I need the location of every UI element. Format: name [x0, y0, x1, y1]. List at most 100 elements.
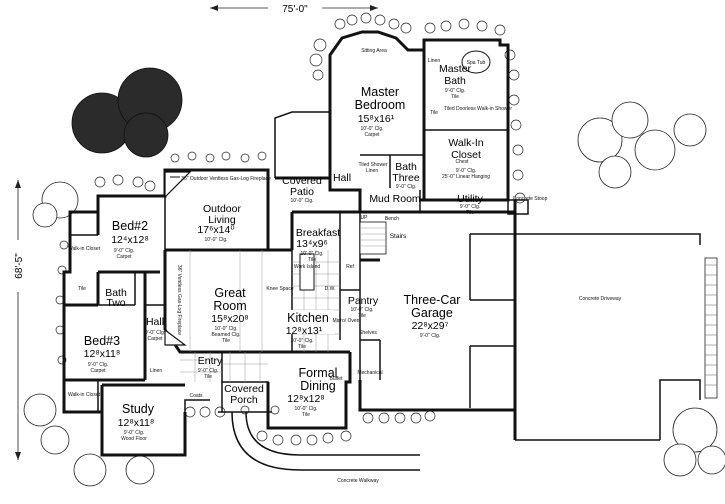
work-island-label: Work Island	[294, 264, 321, 270]
fixture-labels: Sitting Area Spa Tub Linen Tile Tiled Do…	[68, 48, 548, 399]
room-name: Garage	[411, 306, 453, 320]
room-pantry: Pantry 10'-0" Clg. Tile	[348, 295, 379, 319]
stairs-label: Stairs	[390, 233, 407, 240]
linen-label: Linen	[150, 368, 162, 374]
depth-dimension-label: 68'-5"	[14, 253, 25, 279]
room-master-bedroom: Master Bedroom 15⁸x16¹ 10'-0" Clg. Carpe…	[355, 85, 406, 138]
room-name: Master	[439, 63, 472, 75]
room-size: 12⁴x12⁸	[111, 234, 149, 246]
concrete-driveway-label: Concrete Driveway	[579, 296, 622, 302]
room-note: 9'-0" Clg.	[114, 248, 134, 254]
room-kitchen: Kitchen 12⁸x13¹ 10'-0" Clg. Tile	[282, 310, 334, 350]
room-note: 10'-0" Clg.	[204, 237, 227, 243]
room-size: 13⁴x9⁶	[296, 238, 328, 250]
buffet-label: Buffet	[330, 376, 344, 382]
room-note: Tile	[222, 338, 230, 344]
room-note: Carpet	[90, 368, 106, 374]
fireplace-icon	[164, 328, 187, 346]
room-name: Bed#2	[112, 219, 148, 233]
room-walk-in-closet: Walk-In Closet 9'-0" Clg. 25'-0" Linear …	[442, 137, 490, 180]
room-note: Tile	[298, 344, 306, 350]
depth-dimension: 68'-5"	[10, 180, 26, 460]
room-name: Walk-In	[448, 137, 483, 149]
room-hall-upper: Hall	[333, 172, 351, 184]
room-bed-3: Bed#3 12⁸x11⁸ 9'-0" Clg. Carpet	[84, 334, 121, 374]
room-note: Tile	[466, 210, 474, 216]
spa-tub-icon	[461, 50, 491, 74]
room-size: 15⁸x16¹	[358, 113, 395, 125]
room-mud-room: Mud Room	[369, 193, 421, 205]
tile-label: Tile	[430, 110, 438, 116]
up-label: UP	[361, 215, 369, 221]
room-outdoor-living: Outdoor Living 17⁶x14⁰ 10'-0" Clg.	[197, 203, 241, 243]
room-note: 9'-0" Clg.	[198, 368, 218, 374]
room-size: 22⁸x29⁷	[412, 320, 449, 332]
room-name: Dining	[300, 379, 335, 393]
room-note: 9'-0" Clg.	[396, 184, 416, 190]
coats-label: Coats	[189, 393, 203, 399]
room-name: Bed#3	[84, 334, 120, 348]
room-note: Carpet	[147, 336, 163, 342]
tree-outline-left	[32, 181, 79, 228]
tiled-shower-label: Tiled Shower	[359, 162, 388, 168]
room-bed-2: Bed#2 12⁴x12⁸ 9'-0" Clg. Carpet	[111, 219, 149, 260]
room-note: 9'-0" Clg.	[460, 204, 480, 210]
room-note: 25'-0" Linear Hanging	[442, 174, 490, 180]
room-utility: Utility 9'-0" Clg. Tile	[457, 193, 483, 216]
fireplace-icon	[164, 171, 192, 199]
room-size: 12⁸x12⁸	[287, 393, 324, 405]
room-size: 12⁸x13¹	[286, 325, 323, 337]
knee-space-label: Knee Space	[266, 286, 293, 292]
stairs-icon	[359, 221, 387, 255]
room-note: 10'-0" Clg.	[294, 406, 317, 412]
dishwasher-label: D.W.	[325, 286, 336, 292]
room-name: Room	[213, 299, 246, 313]
width-dimension-label: 75'-0"	[282, 4, 308, 15]
room-bath-two: Bath Two	[105, 287, 127, 309]
room-name: Bath	[395, 161, 417, 173]
room-breakfast: Breakfast 13⁴x9⁶ 10'-0" Clg. Tile	[296, 227, 340, 263]
room-note: 9'-0" Clg.	[145, 330, 165, 336]
sitting-area-label: Sitting Area	[361, 48, 387, 54]
room-name: Entry	[198, 355, 223, 367]
shelves-label: Shelves	[359, 330, 377, 336]
work-island	[299, 253, 315, 291]
room-size: 12⁸x11⁸	[118, 417, 155, 429]
room-great-room: Great Room 15⁸x20⁸ 10'-0" Clg. Beamed Cl…	[211, 286, 248, 344]
tree-outline-bottom-left	[23, 393, 155, 487]
room-name: Living	[208, 214, 236, 226]
room-name: Great	[214, 286, 246, 300]
tile-label: Tile	[78, 286, 86, 292]
room-name: Patio	[290, 186, 314, 198]
room-name: Bath	[444, 75, 466, 87]
micro-oven-label: Micro/ Oven	[333, 318, 360, 324]
room-formal-dining: Formal Dining 12⁸x12⁸ 10'-0" Clg. Tile	[287, 366, 337, 418]
room-size: 15⁸x20⁸	[211, 313, 248, 325]
tree-outline-bottom-right	[663, 407, 725, 477]
tree-cluster-dark	[71, 67, 183, 158]
walk-in-closet-label: Walk-in Closet	[68, 246, 101, 252]
room-note: 9'-0" Clg.	[124, 430, 144, 436]
room-name: Kitchen	[287, 311, 329, 325]
room-note: Carpet	[116, 254, 132, 260]
room-name: Pantry	[348, 295, 379, 307]
room-name: Hall	[146, 316, 164, 328]
room-bath-three: Bath Three 9'-0" Clg.	[392, 161, 420, 190]
room-covered-porch: Covered Porch	[224, 383, 264, 406]
room-name: Three-Car	[404, 293, 461, 307]
brick-border	[704, 257, 718, 399]
width-dimension: 75'-0"	[210, 1, 378, 15]
room-note: Carpet	[364, 132, 380, 138]
great-fireplace-label: 36" Ventless Gas-Log Fireplace	[176, 265, 182, 335]
room-entry: Entry 9'-0" Clg. Tile	[198, 355, 223, 380]
linen-label: Linen	[428, 58, 440, 64]
room-note: 10'-0" Clg.	[290, 338, 313, 344]
room-note: Tile	[451, 94, 459, 100]
room-size: 17⁶x14⁰	[197, 224, 235, 236]
concrete-walkway-label: Concrete Walkway	[337, 478, 379, 484]
room-hall-lower: Hall 9'-0" Clg. Carpet	[145, 316, 165, 342]
room-size: 12⁸x11⁸	[84, 348, 121, 360]
room-note: 10'-0" Clg.	[290, 198, 313, 204]
room-note: 9'-0" Clg.	[445, 88, 465, 94]
bench-label: Bench	[385, 216, 399, 222]
